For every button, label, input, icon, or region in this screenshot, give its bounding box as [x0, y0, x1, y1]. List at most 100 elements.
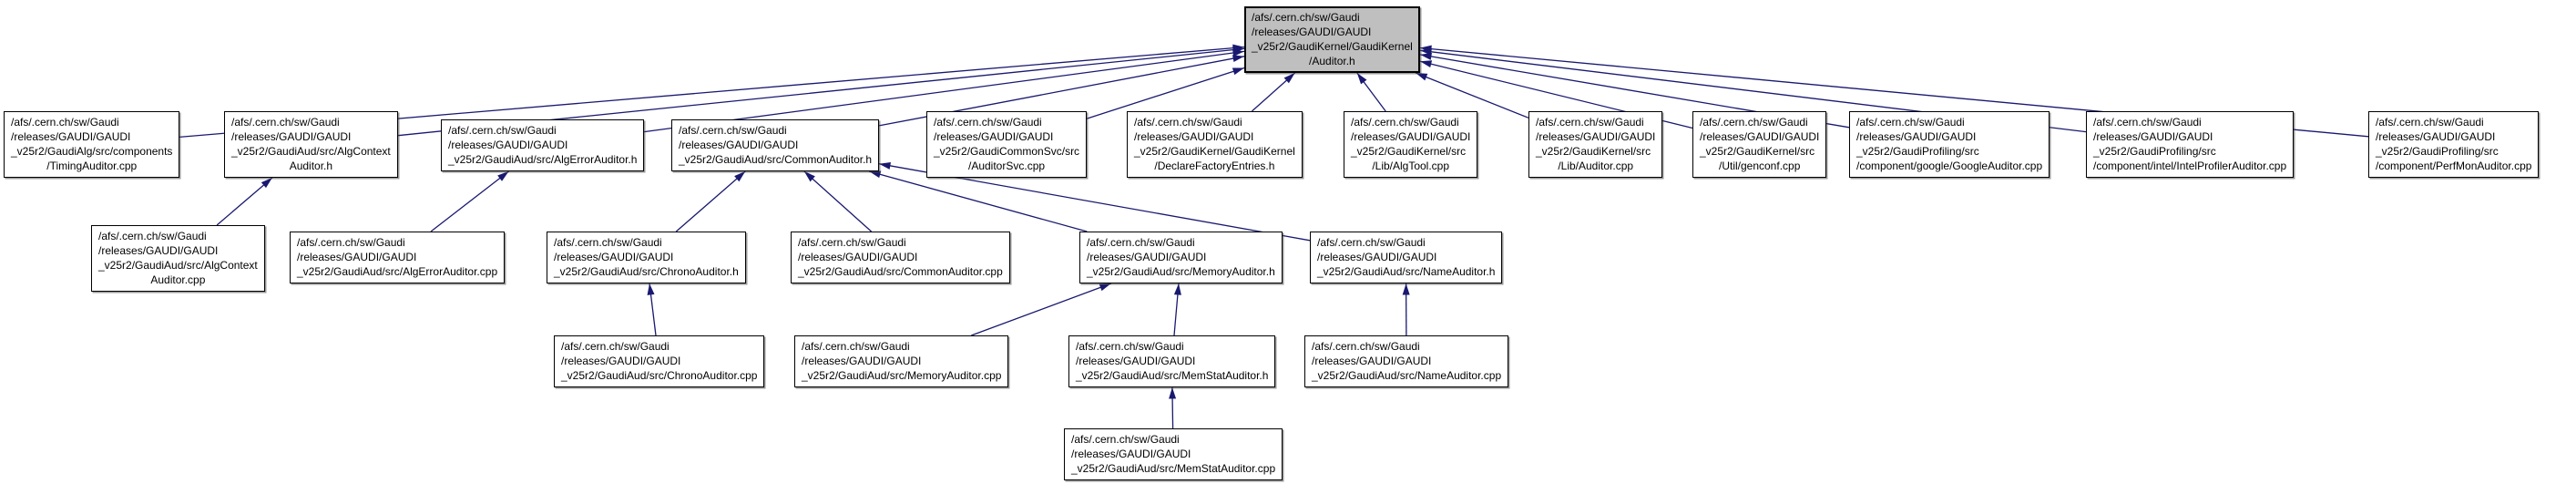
node-label-line: /afs/.cern.ch/sw/Gaudi — [554, 236, 662, 249]
node-label-line: /releases/GAUDI/GAUDI — [2093, 130, 2213, 143]
node-label-line: /afs/.cern.ch/sw/Gaudi — [1700, 116, 1808, 129]
node-label-line: _v25r2/GaudiAud/src/MemStatAuditor.h — [1076, 369, 1269, 382]
node-label-line: /releases/GAUDI/GAUDI — [231, 130, 352, 143]
node-common-auditor-cpp[interactable]: /afs/.cern.ch/sw/Gaudi /releases/GAUDI/G… — [791, 232, 1010, 283]
node-alg-tool-cpp[interactable]: /afs/.cern.ch/sw/Gaudi /releases/GAUDI/G… — [1344, 111, 1478, 178]
node-label-line: /releases/GAUDI/GAUDI — [1700, 130, 1820, 143]
node-label-line: /afs/.cern.ch/sw/Gaudi — [561, 340, 670, 353]
node-auditor-cpp[interactable]: /afs/.cern.ch/sw/Gaudi /releases/GAUDI/G… — [1528, 111, 1663, 178]
node-label-line: _v25r2/GaudiKernel/GaudiKernel — [1134, 145, 1295, 158]
node-label-line: /afs/.cern.ch/sw/Gaudi — [1252, 11, 1360, 24]
node-label-line: /afs/.cern.ch/sw/Gaudi — [1134, 116, 1242, 129]
node-label-line: /releases/GAUDI/GAUDI — [1856, 130, 1977, 143]
node-label-line: _v25r2/GaudiAud/src/MemoryAuditor.cpp — [802, 369, 1002, 382]
node-label-line: /afs/.cern.ch/sw/Gaudi — [2376, 116, 2484, 129]
node-mem-stat-auditor-h[interactable]: /afs/.cern.ch/sw/Gaudi /releases/GAUDI/G… — [1068, 335, 1276, 387]
node-label-line: /afs/.cern.ch/sw/Gaudi — [1312, 340, 1420, 353]
node-mem-stat-auditor-cpp[interactable]: /afs/.cern.ch/sw/Gaudi /releases/GAUDI/G… — [1064, 428, 1283, 480]
node-label-line: /Util/genconf.cpp — [1718, 160, 1801, 172]
node-label-line: _v25r2/GaudiAud/src/ChronoAuditor.cpp — [561, 369, 758, 382]
node-label-line: _v25r2/GaudiAud/src/AlgContext — [98, 259, 258, 272]
node-label-line: /afs/.cern.ch/sw/Gaudi — [802, 340, 910, 353]
node-label-line: _v25r2/GaudiProfiling/src — [2093, 145, 2216, 158]
node-label-line: _v25r2/GaudiKernel/src — [1351, 145, 1467, 158]
node-label-line: /releases/GAUDI/GAUDI — [1087, 251, 1207, 263]
node-label-line: /component/intel/IntelProfilerAuditor.cp… — [2093, 160, 2287, 172]
node-label-line: /afs/.cern.ch/sw/Gaudi — [231, 116, 340, 129]
node-declare-factory-entries-h[interactable]: /afs/.cern.ch/sw/Gaudi /releases/GAUDI/G… — [1127, 111, 1303, 178]
node-auditor-svc-cpp[interactable]: /afs/.cern.ch/sw/Gaudi /releases/GAUDI/G… — [926, 111, 1088, 178]
node-auditor-h: /afs/.cern.ch/sw/Gaudi /releases/GAUDI/G… — [1244, 6, 1420, 73]
node-label-line: /releases/GAUDI/GAUDI — [561, 355, 681, 367]
node-memory-auditor-cpp[interactable]: /afs/.cern.ch/sw/Gaudi /releases/GAUDI/G… — [794, 335, 1009, 387]
node-label-line: _v25r2/GaudiAud/src/MemoryAuditor.h — [1087, 265, 1275, 278]
node-genconf-cpp[interactable]: /afs/.cern.ch/sw/Gaudi /releases/GAUDI/G… — [1692, 111, 1827, 178]
node-label-line: /releases/GAUDI/GAUDI — [1351, 130, 1471, 143]
node-label-line: /releases/GAUDI/GAUDI — [802, 355, 922, 367]
node-label-line: /AuditorSvc.cpp — [968, 160, 1046, 172]
node-label-line: /component/google/GoogleAuditor.cpp — [1856, 160, 2043, 172]
node-label-line: /releases/GAUDI/GAUDI — [679, 139, 799, 151]
node-perf-mon-auditor-cpp[interactable]: /afs/.cern.ch/sw/Gaudi /releases/GAUDI/G… — [2368, 111, 2540, 178]
node-label-line: /component/PerfMonAuditor.cpp — [2376, 160, 2532, 172]
node-google-auditor-cpp[interactable]: /afs/.cern.ch/sw/Gaudi /releases/GAUDI/G… — [1849, 111, 2050, 178]
node-label-line: _v25r2/GaudiAud/src/AlgContext — [231, 145, 391, 158]
node-label-line: _v25r2/GaudiAud/src/AlgErrorAuditor.cpp — [297, 265, 498, 278]
node-label-line: _v25r2/GaudiCommonSvc/src — [934, 145, 1080, 158]
node-label-line: _v25r2/GaudiAud/src/CommonAuditor.cpp — [798, 265, 1003, 278]
node-label-line: /afs/.cern.ch/sw/Gaudi — [448, 124, 557, 137]
node-label-line: _v25r2/GaudiAud/src/CommonAuditor.h — [679, 153, 873, 166]
node-name-auditor-h[interactable]: /afs/.cern.ch/sw/Gaudi /releases/GAUDI/G… — [1310, 232, 1503, 283]
node-alg-context-auditor-h[interactable]: /afs/.cern.ch/sw/Gaudi /releases/GAUDI/G… — [224, 111, 398, 178]
node-label-line: /releases/GAUDI/GAUDI — [11, 130, 131, 143]
node-label-line: /releases/GAUDI/GAUDI — [1076, 355, 1196, 367]
node-label-line: /releases/GAUDI/GAUDI — [297, 251, 417, 263]
node-label-line: _v25r2/GaudiKernel/src — [1536, 145, 1651, 158]
node-label-line: _v25r2/GaudiAud/src/ChronoAuditor.h — [554, 265, 739, 278]
node-label-line: /releases/GAUDI/GAUDI — [98, 244, 219, 257]
node-label-line: /releases/GAUDI/GAUDI — [1252, 26, 1372, 38]
node-label-line: /releases/GAUDI/GAUDI — [934, 130, 1054, 143]
node-intel-profiler-auditor-cpp[interactable]: /afs/.cern.ch/sw/Gaudi /releases/GAUDI/G… — [2086, 111, 2295, 178]
node-chrono-auditor-h[interactable]: /afs/.cern.ch/sw/Gaudi /releases/GAUDI/G… — [547, 232, 746, 283]
node-label-line: _v25r2/GaudiAud/src/NameAuditor.h — [1317, 265, 1496, 278]
node-chrono-auditor-cpp[interactable]: /afs/.cern.ch/sw/Gaudi /releases/GAUDI/G… — [554, 335, 765, 387]
node-label-line: /releases/GAUDI/GAUDI — [798, 251, 918, 263]
node-alg-context-auditor-cpp[interactable]: /afs/.cern.ch/sw/Gaudi /releases/GAUDI/G… — [91, 225, 265, 292]
node-label-line: /afs/.cern.ch/sw/Gaudi — [679, 124, 787, 137]
node-label-line: _v25r2/GaudiKernel/src — [1700, 145, 1815, 158]
node-label-line: Auditor.cpp — [150, 273, 206, 286]
node-label-line: /DeclareFactoryEntries.h — [1154, 160, 1275, 172]
node-label-line: /afs/.cern.ch/sw/Gaudi — [1071, 433, 1180, 446]
node-name-auditor-cpp[interactable]: /afs/.cern.ch/sw/Gaudi /releases/GAUDI/G… — [1304, 335, 1509, 387]
node-label-line: /afs/.cern.ch/sw/Gaudi — [1351, 116, 1459, 129]
node-label-line: /releases/GAUDI/GAUDI — [1134, 130, 1254, 143]
node-label-line: /afs/.cern.ch/sw/Gaudi — [2093, 116, 2202, 129]
node-label-line: /afs/.cern.ch/sw/Gaudi — [1076, 340, 1184, 353]
node-label-line: /afs/.cern.ch/sw/Gaudi — [1856, 116, 1965, 129]
node-label-line: _v25r2/GaudiProfiling/src — [2376, 145, 2499, 158]
node-label-line: /Auditor.h — [1309, 55, 1355, 67]
node-memory-auditor-h[interactable]: /afs/.cern.ch/sw/Gaudi /releases/GAUDI/G… — [1079, 232, 1283, 283]
node-label-line: _v25r2/GaudiAud/src/NameAuditor.cpp — [1312, 369, 1502, 382]
node-label-line: /afs/.cern.ch/sw/Gaudi — [98, 230, 207, 242]
node-label-line: /releases/GAUDI/GAUDI — [1317, 251, 1437, 263]
node-timing-auditor-cpp[interactable]: /afs/.cern.ch/sw/Gaudi /releases/GAUDI/G… — [4, 111, 180, 178]
node-label-line: _v25r2/GaudiProfiling/src — [1856, 145, 1979, 158]
node-label-line: /afs/.cern.ch/sw/Gaudi — [1536, 116, 1644, 129]
node-label-line: /releases/GAUDI/GAUDI — [1071, 448, 1191, 460]
node-label-line: _v25r2/GaudiAud/src/AlgErrorAuditor.h — [448, 153, 638, 166]
node-label-line: /Lib/Auditor.cpp — [1558, 160, 1634, 172]
node-label-line: /afs/.cern.ch/sw/Gaudi — [1087, 236, 1195, 249]
node-label-line: /afs/.cern.ch/sw/Gaudi — [934, 116, 1042, 129]
node-common-auditor-h[interactable]: /afs/.cern.ch/sw/Gaudi /releases/GAUDI/G… — [671, 119, 880, 171]
node-label-line: /releases/GAUDI/GAUDI — [1536, 130, 1656, 143]
node-label-line: /afs/.cern.ch/sw/Gaudi — [1317, 236, 1426, 249]
node-alg-error-auditor-cpp[interactable]: /afs/.cern.ch/sw/Gaudi /releases/GAUDI/G… — [290, 232, 506, 283]
node-label-line: Auditor.h — [289, 160, 333, 172]
node-label-line: /afs/.cern.ch/sw/Gaudi — [11, 116, 119, 129]
node-label-line: _v25r2/GaudiAud/src/MemStatAuditor.cpp — [1071, 462, 1276, 475]
node-alg-error-auditor-h[interactable]: /afs/.cern.ch/sw/Gaudi /releases/GAUDI/G… — [441, 119, 645, 171]
node-label-line: _v25r2/GaudiKernel/GaudiKernel — [1252, 40, 1413, 53]
